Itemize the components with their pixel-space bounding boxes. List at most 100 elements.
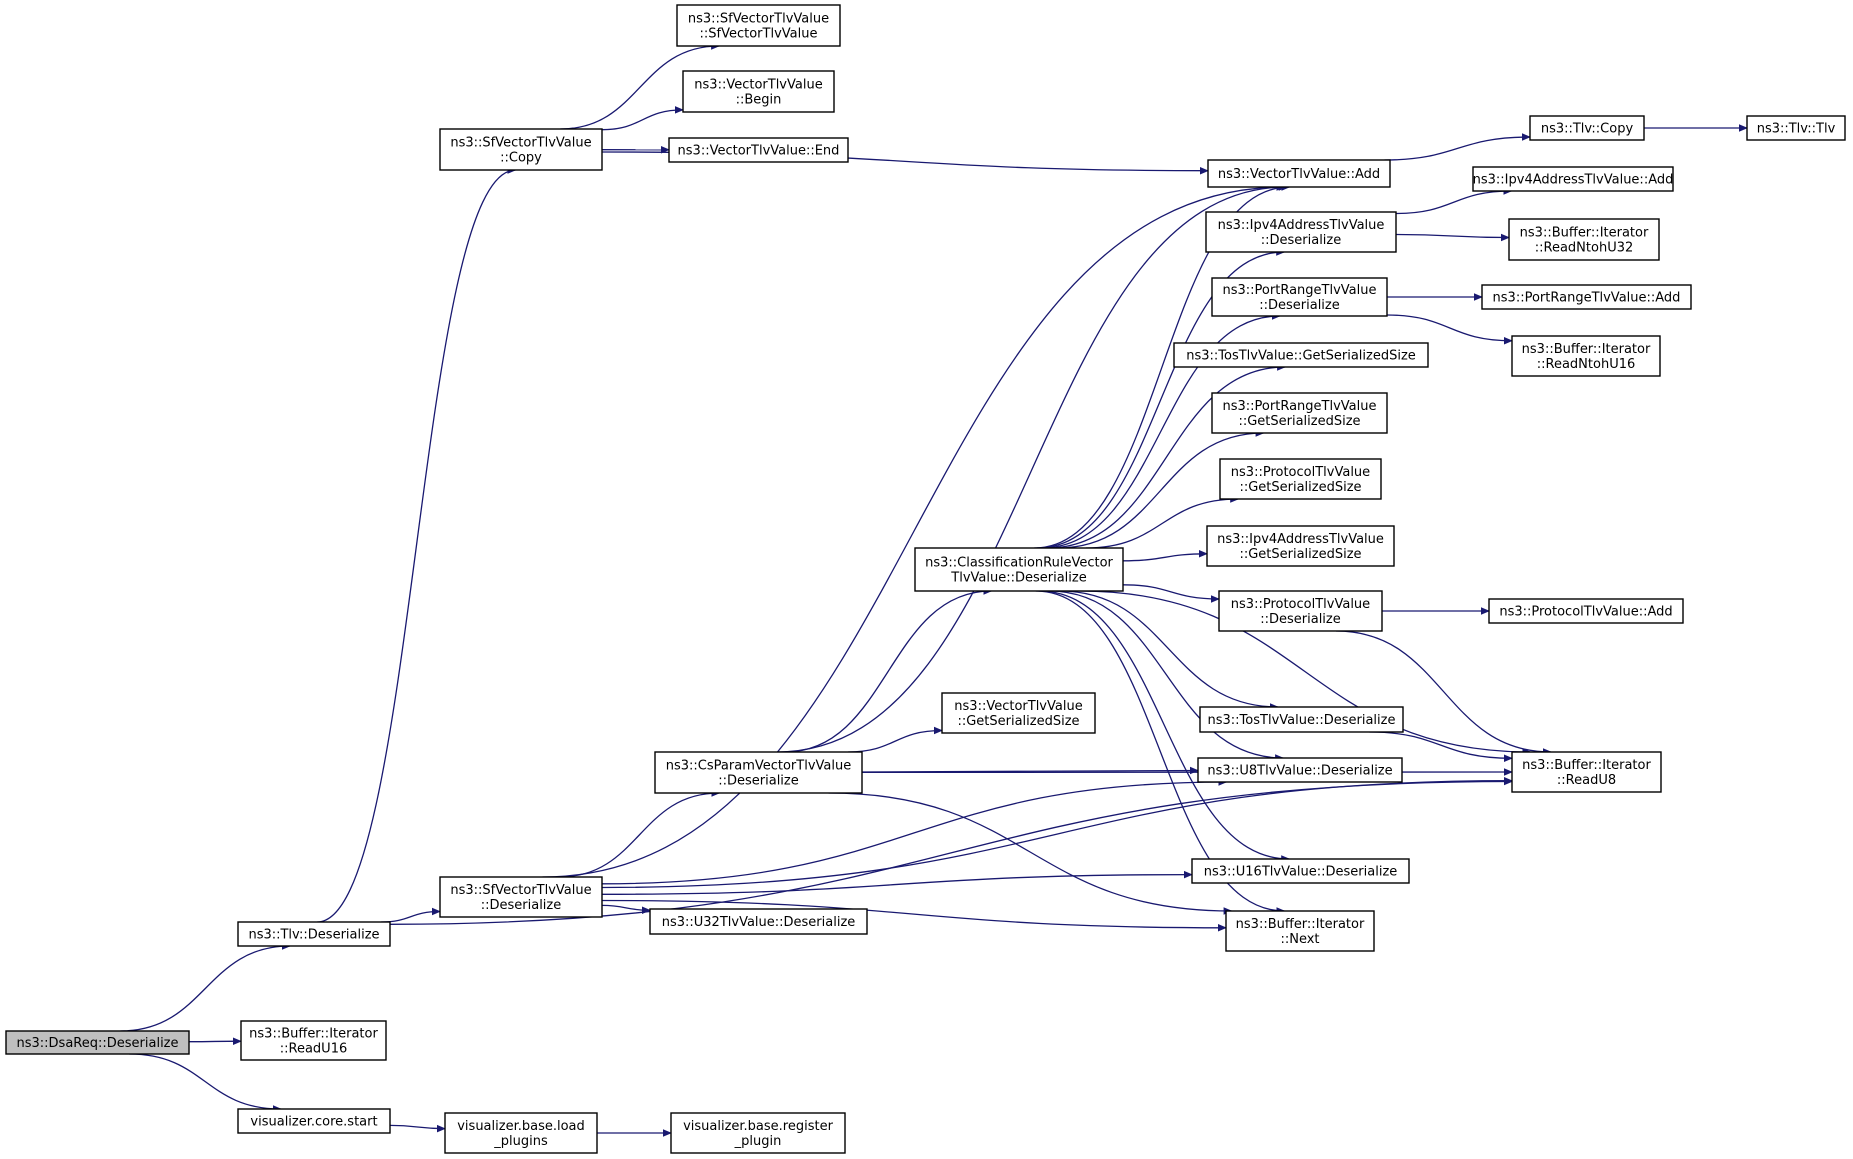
- edge-vizstart-to-vizload: [389, 1124, 446, 1133]
- node-box: [1481, 284, 1692, 310]
- node-vadd[interactable]: ns3::VectorTlvValue::Add: [1207, 159, 1391, 188]
- node-label: ns3::VectorTlvValue: [954, 699, 1082, 714]
- node-label: ns3::U16TlvValue::Deserialize: [1204, 865, 1398, 880]
- node-label: ns3::VectorTlvValue::End: [678, 144, 840, 159]
- node-portgss[interactable]: ns3::PortRangeTlvValue::GetSerializedSiz…: [1211, 392, 1388, 434]
- node-label: ::ReadNtohU16: [1537, 357, 1636, 372]
- edge-tlvdes-to-readu8: [389, 777, 1513, 925]
- node-label: ns3::PortRangeTlvValue: [1223, 283, 1377, 298]
- node-box: [1207, 159, 1391, 188]
- node-vizreg[interactable]: visualizer.base.register_plugin: [670, 1112, 846, 1154]
- edge-classdes-to-ipv4des: [1036, 248, 1286, 549]
- node-readu16[interactable]: ns3::Buffer::Iterator::ReadU16: [240, 1020, 387, 1061]
- node-sfctor[interactable]: ns3::SfVectorTlvValue::SfVectorTlvValue: [676, 4, 841, 47]
- node-ipv4add[interactable]: ns3::Ipv4AddressTlvValue::Add: [1472, 166, 1674, 192]
- node-vbegin[interactable]: ns3::VectorTlvValue::Begin: [682, 70, 835, 113]
- node-box: [941, 692, 1096, 734]
- node-label: ::Next: [1280, 932, 1319, 947]
- node-label: ns3::Buffer::Iterator: [249, 1027, 378, 1042]
- node-ipv4gss[interactable]: ns3::Ipv4AddressTlvValue::GetSerializedS…: [1206, 525, 1395, 567]
- edge-classdes-to-protodes: [1122, 584, 1220, 603]
- node-readu8[interactable]: ns3::Buffer::Iterator::ReadU8: [1511, 751, 1662, 793]
- node-label: ns3::TosTlvValue::Deserialize: [1208, 713, 1396, 728]
- edge-sfdes-to-next: [601, 899, 1227, 932]
- node-label: TlvValue::Deserialize: [950, 571, 1086, 586]
- node-label: ::Deserialize: [481, 898, 562, 913]
- node-box: [1746, 115, 1846, 141]
- node-label: ::GetSerializedSize: [957, 714, 1079, 729]
- node-protodes[interactable]: ns3::ProtocolTlvValue::Deserialize: [1218, 590, 1383, 632]
- node-tlvcopy[interactable]: ns3::Tlv::Copy: [1529, 115, 1645, 141]
- node-label: ::Begin: [736, 93, 782, 108]
- node-label: ns3::ClassificationRuleVector: [925, 556, 1113, 571]
- node-portadd[interactable]: ns3::PortRangeTlvValue::Add: [1481, 284, 1692, 310]
- node-portdes[interactable]: ns3::PortRangeTlvValue::Deserialize: [1211, 277, 1388, 317]
- edge-classdes-to-portdes: [1041, 312, 1281, 549]
- edge-csdes-to-classdes: [784, 587, 993, 753]
- node-label: ns3::PortRangeTlvValue: [1223, 399, 1377, 414]
- node-label: ns3::TosTlvValue::GetSerializedSize: [1186, 349, 1416, 364]
- node-box: [914, 547, 1124, 592]
- edge-sfdes-to-csdes: [559, 789, 721, 878]
- node-label: visualizer.base.load: [457, 1119, 585, 1134]
- node-box: [240, 1020, 387, 1061]
- node-tlvdes[interactable]: ns3::Tlv::Deserialize: [237, 921, 391, 947]
- edge-sfdes-to-u32des: [601, 904, 651, 915]
- node-label: ns3::VectorTlvValue::Add: [1218, 167, 1380, 182]
- node-label: ns3::U8TlvValue::Deserialize: [1207, 764, 1392, 779]
- node-vizload[interactable]: visualizer.base.load_plugins: [444, 1112, 598, 1154]
- node-vgss[interactable]: ns3::VectorTlvValue::GetSerializedSize: [941, 692, 1096, 734]
- node-tosdes[interactable]: ns3::TosTlvValue::Deserialize: [1199, 706, 1404, 733]
- edge-csdes-to-next: [828, 792, 1233, 915]
- node-sfdes[interactable]: ns3::SfVectorTlvValue::Deserialize: [439, 876, 603, 918]
- node-tosgss[interactable]: ns3::TosTlvValue::GetSerializedSize: [1173, 342, 1429, 368]
- node-box: [1511, 335, 1661, 377]
- node-label: ns3::ProtocolTlvValue: [1231, 597, 1370, 612]
- node-label: _plugin: [734, 1134, 782, 1149]
- edge-ipv4des-to-ntohu32: [1395, 233, 1510, 242]
- node-box: [1219, 458, 1382, 500]
- node-ntohu32[interactable]: ns3::Buffer::Iterator::ReadNtohU32: [1508, 218, 1660, 261]
- edge-dsareq-to-readu16: [188, 1037, 242, 1045]
- node-label: ns3::Tlv::Tlv: [1757, 122, 1836, 137]
- edge-classdes-to-vadd: [1034, 183, 1291, 549]
- node-sfcopy[interactable]: ns3::SfVectorTlvValue::Copy: [439, 128, 603, 171]
- node-u8des[interactable]: ns3::U8TlvValue::Deserialize: [1197, 757, 1403, 783]
- node-label: ns3::Tlv::Deserialize: [248, 928, 379, 943]
- edge-classdes-to-ipv4gss: [1122, 550, 1208, 562]
- node-label: ns3::VectorTlvValue: [694, 78, 822, 93]
- node-box: [1488, 598, 1684, 624]
- node-label: ns3::SfVectorTlvValue: [450, 883, 591, 898]
- node-box: [439, 128, 603, 171]
- node-tlvtlv[interactable]: ns3::Tlv::Tlv: [1746, 115, 1846, 141]
- node-label: visualizer.base.register: [683, 1119, 834, 1134]
- node-box: [237, 921, 391, 947]
- node-dsareq[interactable]: ns3::DsaReq::Deserialize: [5, 1030, 190, 1055]
- node-vizstart[interactable]: visualizer.core.start: [237, 1108, 391, 1134]
- node-box: [1511, 751, 1662, 793]
- node-u16des[interactable]: ns3::U16TlvValue::Deserialize: [1191, 858, 1410, 884]
- node-box: [649, 908, 868, 935]
- edge-sfdes-to-u8des: [601, 778, 1228, 885]
- node-box: [237, 1108, 391, 1134]
- edge-classdes-to-next: [1035, 590, 1286, 915]
- node-protoadd[interactable]: ns3::ProtocolTlvValue::Add: [1488, 598, 1684, 624]
- node-box: [1197, 757, 1403, 783]
- node-u32des[interactable]: ns3::U32TlvValue::Deserialize: [649, 908, 868, 935]
- node-classdes[interactable]: ns3::ClassificationRuleVectorTlvValue::D…: [914, 547, 1124, 592]
- node-label: ns3::SfVectorTlvValue: [688, 12, 829, 27]
- node-label: ::ReadU16: [280, 1042, 347, 1057]
- node-next[interactable]: ns3::Buffer::Iterator::Next: [1225, 910, 1375, 952]
- node-ipv4des[interactable]: ns3::Ipv4AddressTlvValue::Deserialize: [1205, 211, 1397, 253]
- node-csdes[interactable]: ns3::CsParamVectorTlvValue::Deserialize: [654, 751, 863, 794]
- node-label: ns3::Buffer::Iterator: [1522, 758, 1651, 773]
- node-vend[interactable]: ns3::VectorTlvValue::End: [668, 137, 849, 163]
- node-label: ::Copy: [500, 151, 542, 166]
- edge-portdes-to-ntohu16: [1386, 314, 1513, 345]
- node-protogss[interactable]: ns3::ProtocolTlvValue::GetSerializedSize: [1219, 458, 1382, 500]
- node-box: [1508, 218, 1660, 261]
- edge-sfdes-to-u16des: [601, 870, 1193, 895]
- node-ntohu16[interactable]: ns3::Buffer::Iterator::ReadNtohU16: [1511, 335, 1661, 377]
- node-label: ns3::SfVectorTlvValue: [450, 136, 591, 151]
- node-label: ::Deserialize: [1259, 298, 1340, 313]
